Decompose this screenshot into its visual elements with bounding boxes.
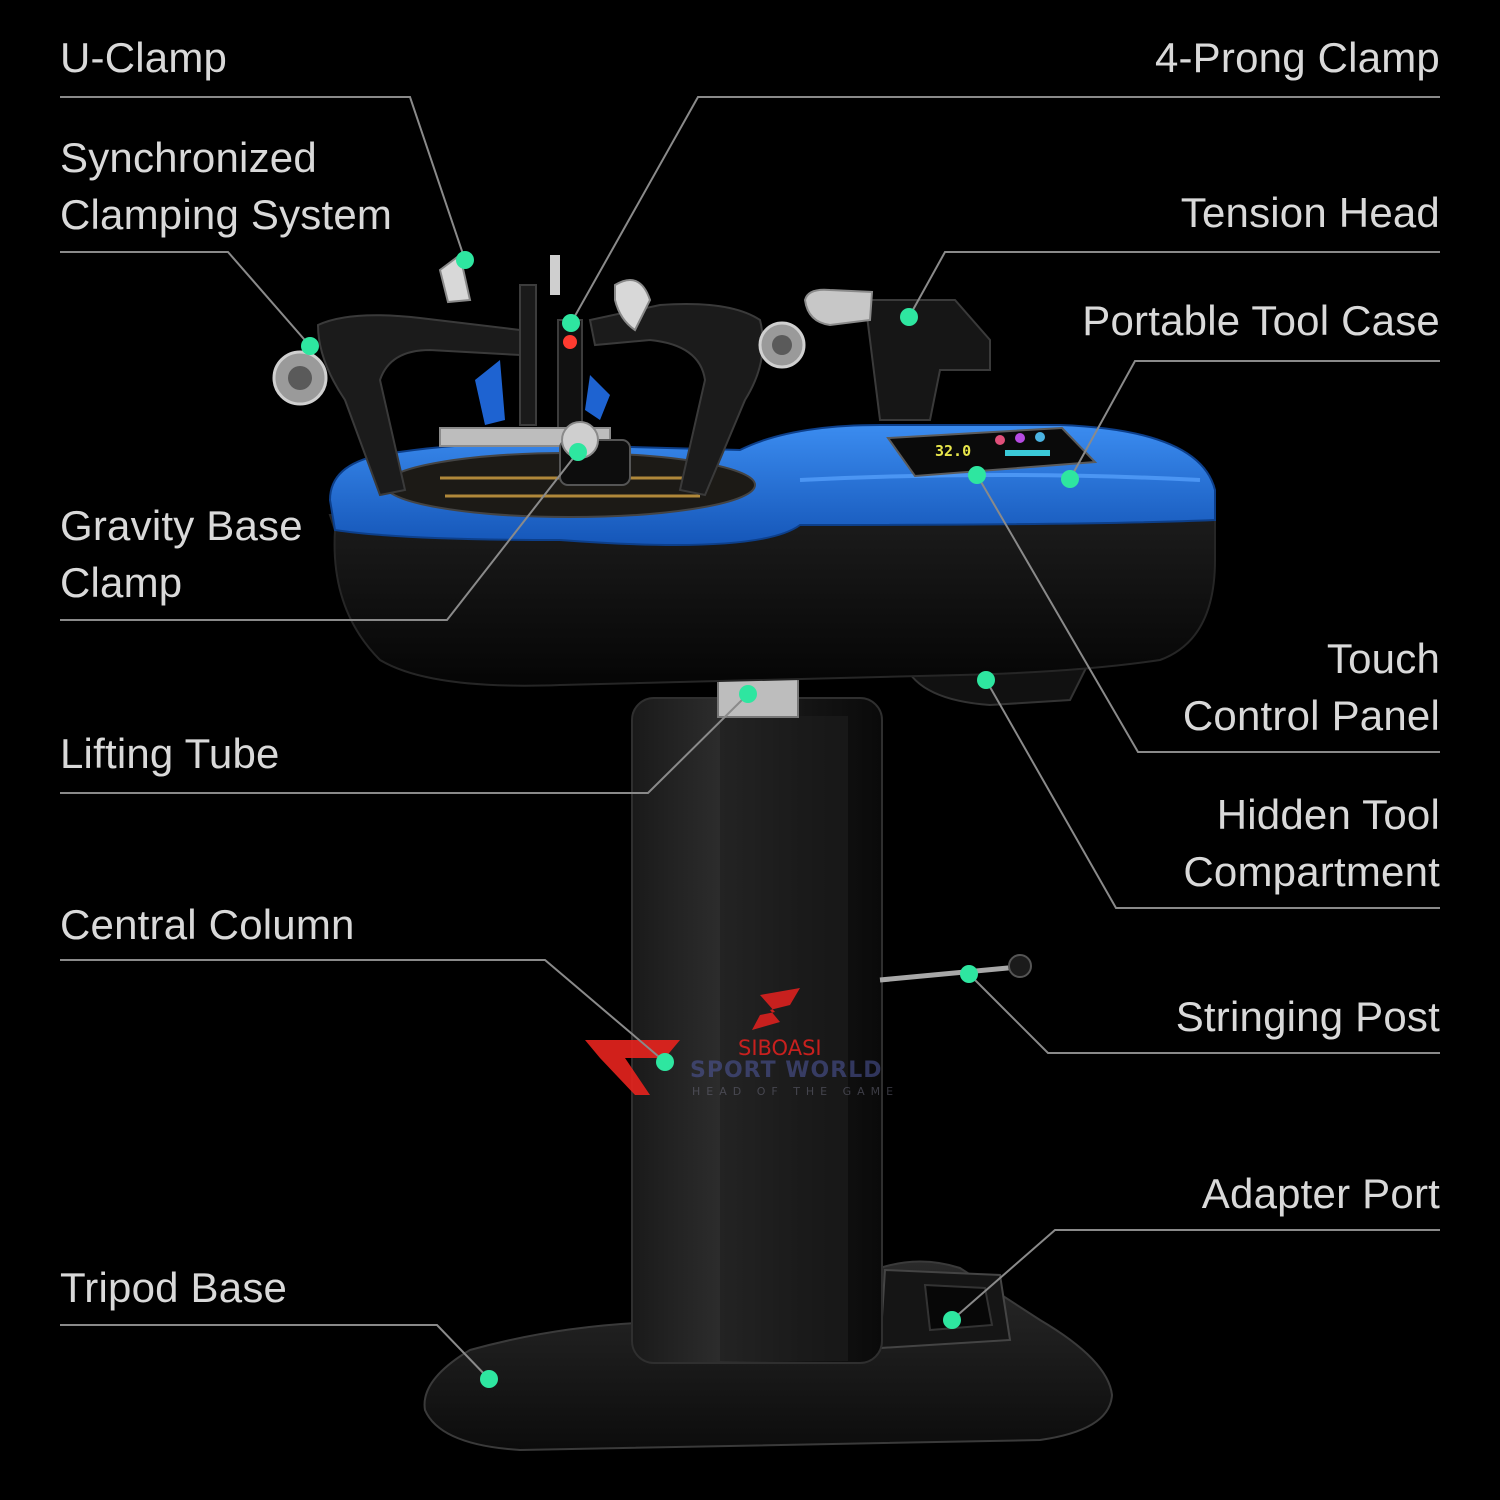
marker-dot-stringing-post — [960, 965, 978, 983]
leader-line-tension-head — [908, 251, 1440, 318]
leader-line-lifting-tube — [60, 693, 749, 794]
marker-dot-gravity-base-clamp — [569, 443, 587, 461]
label-adapter-port: Adapter Port — [1201, 1170, 1440, 1217]
marker-dot-portable-tool-case — [1061, 470, 1079, 488]
leader-line-hidden-tool-compartment — [985, 679, 1440, 909]
brand-name: SIBOASI — [738, 1036, 822, 1060]
leader-line-gravity-base-clamp — [60, 451, 579, 621]
watermark-name: SPORT WORLD — [690, 1058, 883, 1083]
leader-line-stringing-post — [968, 973, 1440, 1054]
label-tripod-base: Tripod Base — [60, 1264, 288, 1311]
label-touch-control-panel: Touch Control Panel — [1182, 635, 1440, 739]
leader-line-synchronized-clamping-system — [60, 251, 311, 347]
leader-line-portable-tool-case — [1069, 360, 1440, 480]
leader-line-central-column — [60, 959, 666, 1063]
marker-dots — [301, 251, 1079, 1388]
watermark-tagline: HEAD OF THE GAME — [692, 1085, 900, 1098]
leader-lines — [60, 96, 1440, 1380]
leader-line-u-clamp — [60, 96, 466, 261]
label-gravity-base-clamp: Gravity Base Clamp — [60, 502, 303, 606]
marker-dot-4-prong-clamp — [562, 314, 580, 332]
marker-dot-tripod-base — [480, 1370, 498, 1388]
label-hidden-tool-compartment: Hidden Tool Compartment — [1183, 791, 1440, 895]
leader-line-touch-control-panel — [976, 474, 1440, 753]
marker-dot-adapter-port — [943, 1311, 961, 1329]
label-u-clamp: U-Clamp — [60, 34, 228, 81]
marker-dot-u-clamp — [456, 251, 474, 269]
machine-body-shape — [328, 514, 1216, 687]
marker-dot-synchronized-clamping-system — [301, 337, 319, 355]
label-portable-tool-case: Portable Tool Case — [1082, 297, 1440, 344]
tension-head-shape — [863, 299, 991, 421]
brand-logo-mark — [752, 988, 800, 1030]
marker-dot-tension-head — [900, 308, 918, 326]
leader-line-adapter-port — [951, 1229, 1440, 1321]
label-central-column: Central Column — [60, 901, 355, 948]
label-tension-head: Tension Head — [1180, 189, 1440, 236]
label-stringing-post: Stringing Post — [1175, 993, 1440, 1040]
marker-dot-hidden-tool-compartment — [977, 671, 995, 689]
marker-dot-central-column — [656, 1053, 674, 1071]
marker-dot-touch-control-panel — [968, 466, 986, 484]
screen-value: 32.0 — [935, 442, 972, 460]
label-synchronized-clamping-system: Synchronized Clamping System — [60, 134, 393, 238]
leader-line-4-prong-clamp — [570, 96, 1440, 324]
stringing-post-knob — [1008, 954, 1032, 978]
right-mounting-arm — [588, 303, 764, 497]
label-4-prong-clamp: 4-Prong Clamp — [1154, 34, 1440, 81]
label-lifting-tube: Lifting Tube — [60, 730, 280, 777]
leader-line-tripod-base — [60, 1324, 490, 1380]
left-mounting-arm — [316, 314, 521, 497]
marker-dot-lifting-tube — [739, 685, 757, 703]
